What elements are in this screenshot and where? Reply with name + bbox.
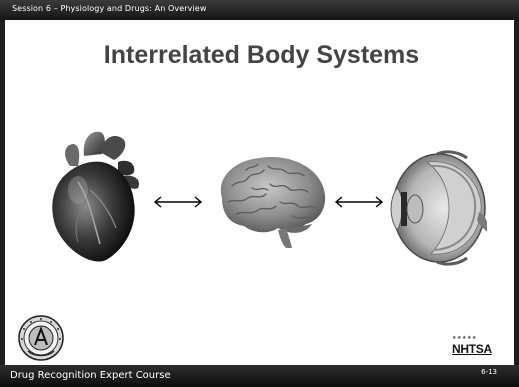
session-label: Session 6 – Physiology and Drugs: An Ove…	[12, 4, 206, 13]
double-arrow-icon	[152, 194, 204, 210]
slide-title: Interrelated Body Systems	[0, 41, 519, 70]
page-number: 6-13	[481, 368, 497, 376]
double-arrow-icon	[333, 194, 385, 210]
session-header-bar: Session 6 – Physiology and Drugs: An Ove…	[0, 0, 519, 20]
dre-seal-logo	[18, 315, 64, 361]
course-name: Drug Recognition Expert Course	[10, 370, 171, 381]
brain-illustration	[208, 150, 332, 250]
nhtsa-wordmark: NHTSA	[452, 342, 492, 356]
eye-cross-section-illustration	[387, 148, 487, 266]
nhtsa-stars: ★★★★★	[452, 335, 477, 341]
heart-illustration	[44, 126, 150, 268]
footer-bar: Drug Recognition Expert Course 6-13	[0, 365, 519, 387]
